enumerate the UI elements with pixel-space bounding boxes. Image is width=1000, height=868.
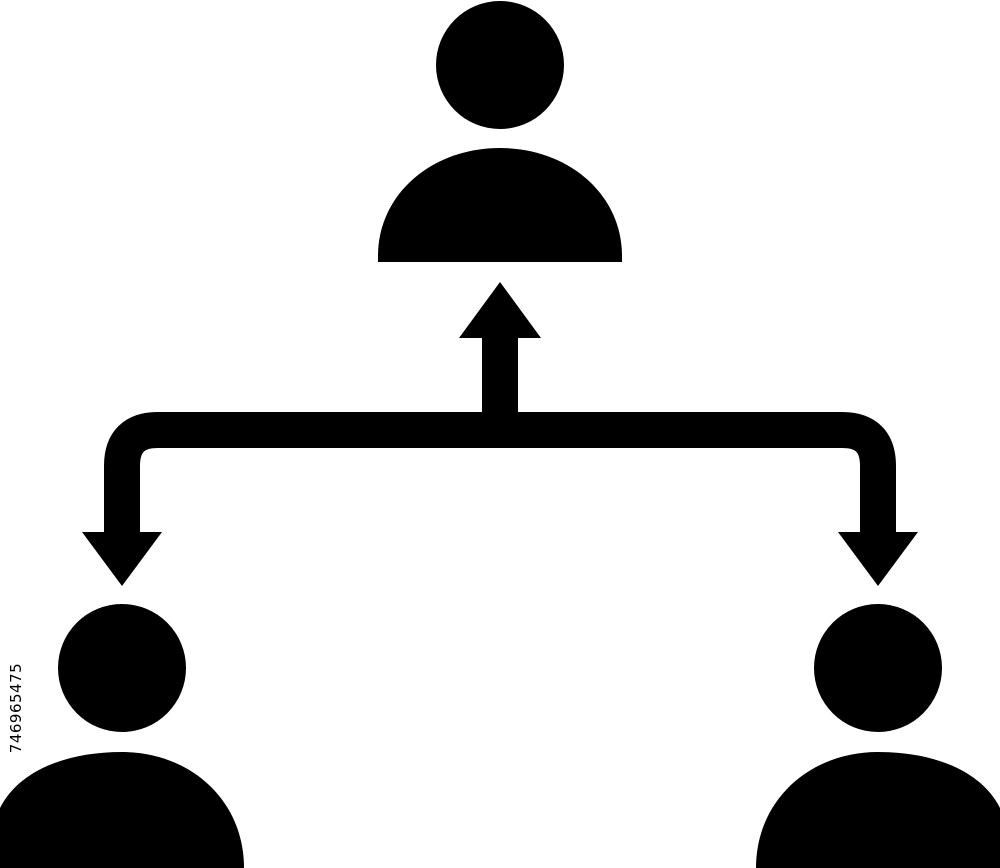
connector-lines	[104, 332, 896, 535]
top-person-body	[378, 148, 622, 262]
connector-left-branch	[104, 412, 500, 535]
top-person-head	[436, 1, 564, 129]
stock-id-text: 746965475	[7, 662, 25, 754]
connector-right-branch	[500, 412, 896, 535]
right-person-head	[814, 604, 942, 732]
left-person-icon	[0, 604, 244, 868]
right-person-icon	[756, 604, 1000, 868]
left-person-body	[0, 752, 244, 868]
stock-id-label: 746965475	[6, 628, 26, 788]
arrow-down-right-icon	[838, 532, 918, 586]
arrow-down-left-icon	[82, 532, 162, 586]
right-person-body	[756, 752, 1000, 868]
arrow-up-icon	[459, 282, 541, 338]
top-person-icon	[378, 1, 622, 262]
left-person-head	[58, 604, 186, 732]
